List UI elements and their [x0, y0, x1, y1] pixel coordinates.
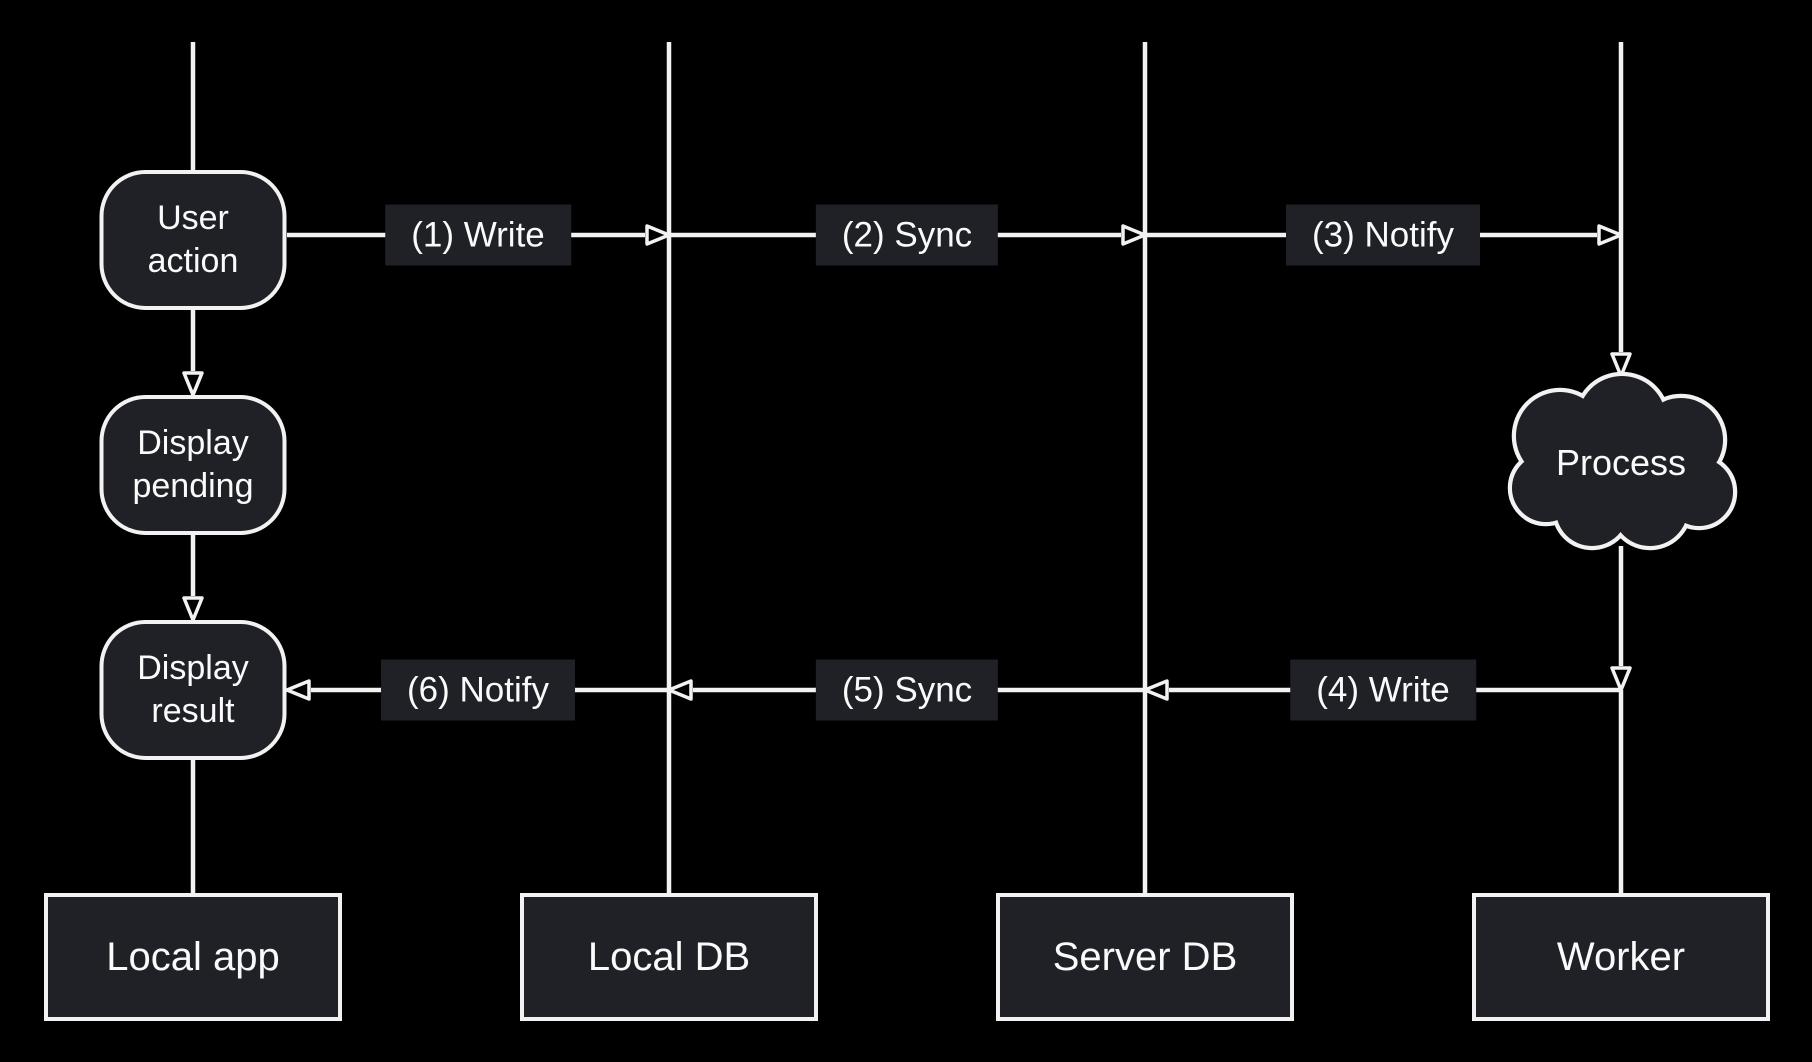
edge-label-2-sync: (2) Sync — [815, 204, 999, 266]
node-user-action: User action — [99, 170, 287, 310]
lane-box-local-db: Local DB — [520, 893, 818, 1021]
lane-box-local-app: Local app — [44, 893, 342, 1021]
process-cloud-label: Process — [1555, 442, 1687, 483]
edge-label-5-sync: (5) Sync — [815, 659, 999, 721]
node-display-pending: Display pending — [99, 395, 287, 535]
edge-label-3-notify: (3) Notify — [1286, 204, 1480, 266]
edge-label-6-notify: (6) Notify — [381, 659, 575, 721]
node-display-result: Display result — [99, 620, 287, 760]
lane-box-server-db: Server DB — [996, 893, 1294, 1021]
edge-label-4-write: (4) Write — [1290, 659, 1476, 721]
process-cloud-shape — [1507, 371, 1738, 551]
lane-box-worker: Worker — [1472, 893, 1770, 1021]
edge-label-1-write: (1) Write — [385, 204, 571, 266]
